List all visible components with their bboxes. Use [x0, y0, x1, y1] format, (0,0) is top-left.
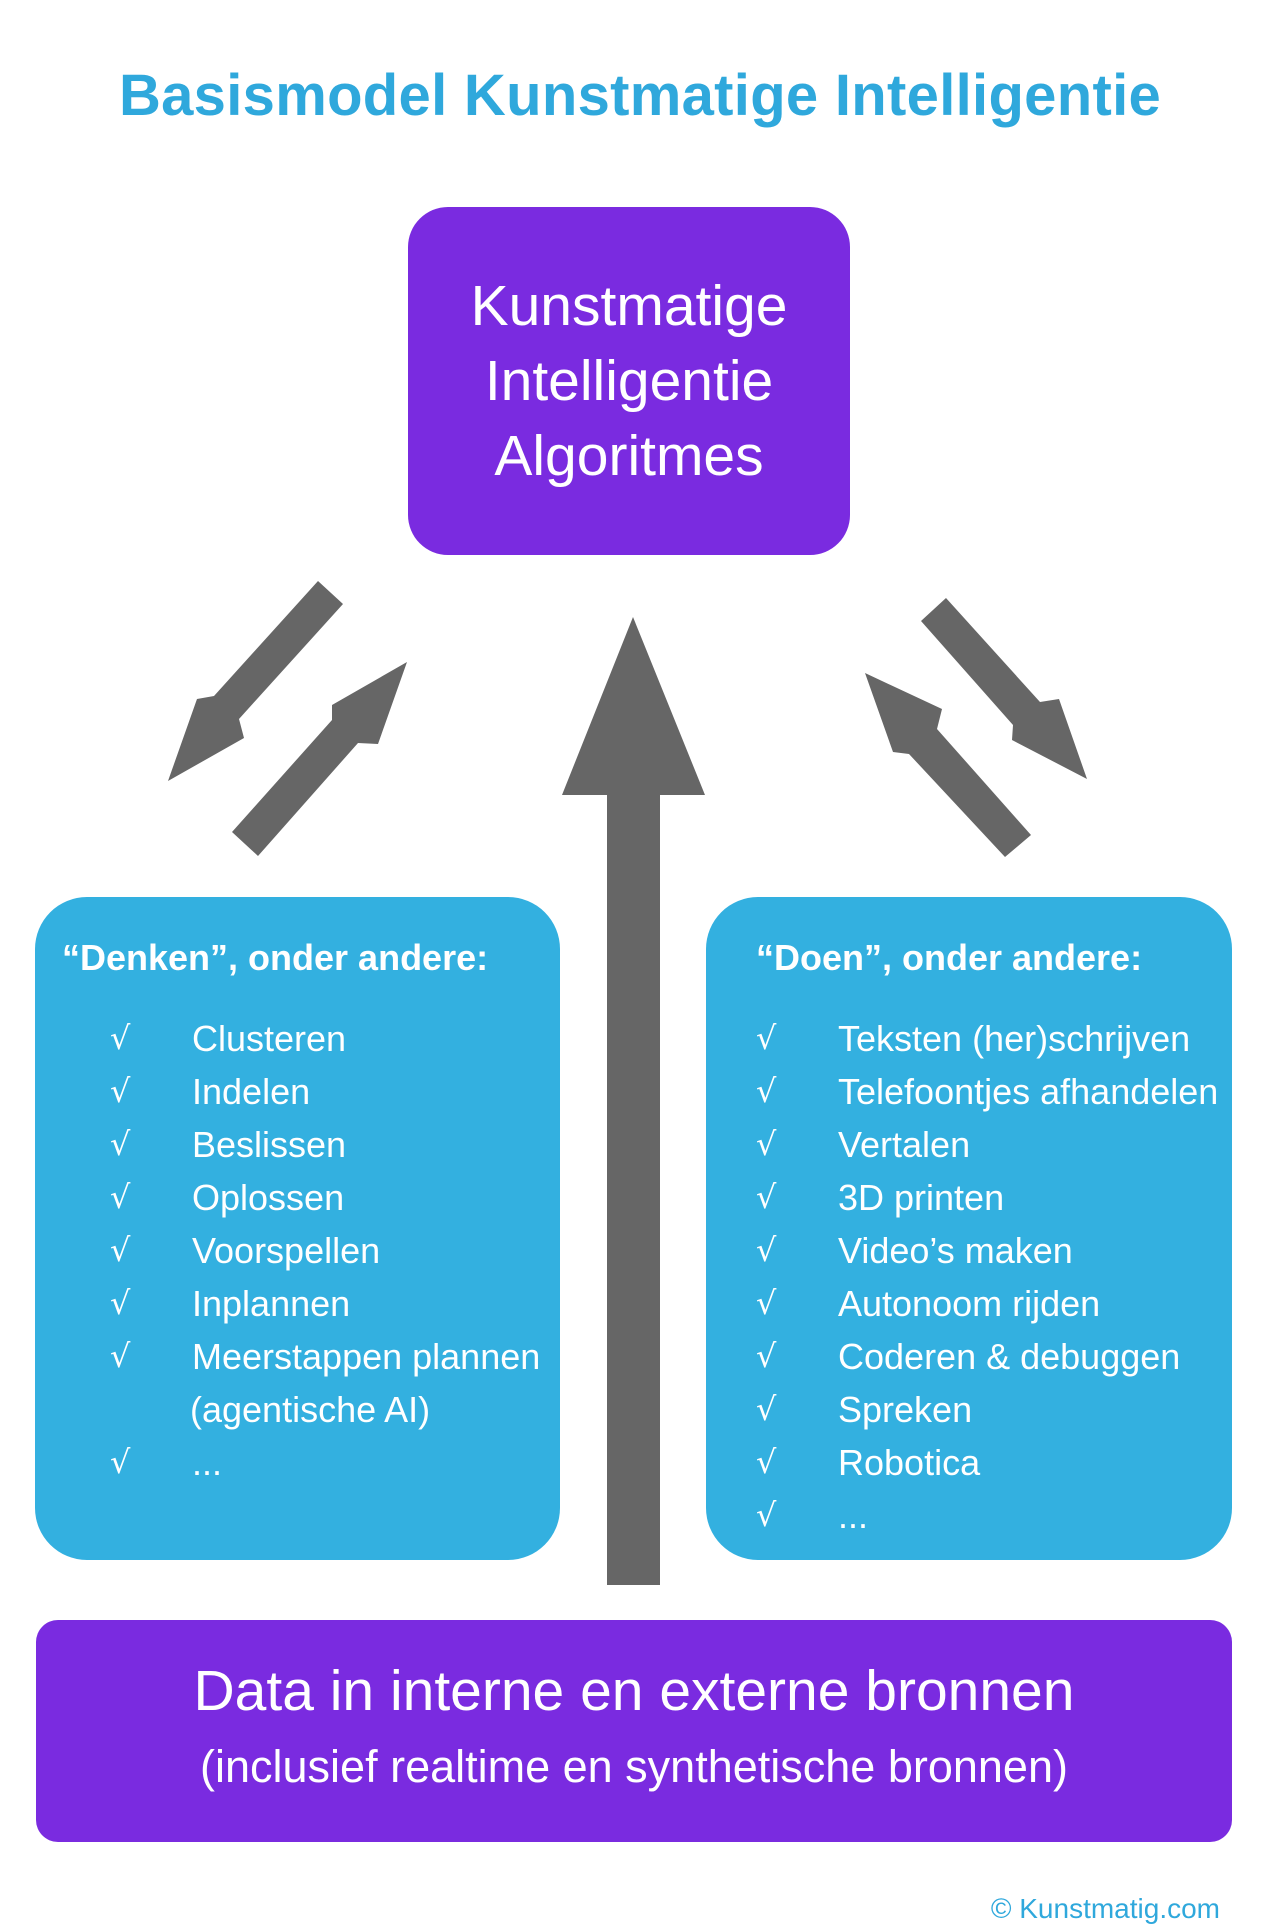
list-item: √Video’s maken: [756, 1224, 1218, 1277]
list-item: √Coderen & debuggen: [756, 1330, 1218, 1383]
list-item: √Autonoom rijden: [756, 1277, 1218, 1330]
check-icon: √: [756, 1231, 777, 1269]
check-icon: √: [110, 1443, 131, 1481]
check-icon: √: [756, 1125, 777, 1163]
list-item: √3D printen: [756, 1171, 1218, 1224]
list-item: √Meerstappen plannen: [110, 1330, 540, 1383]
check-icon: √: [756, 1284, 777, 1322]
check-icon: √: [110, 1337, 131, 1375]
data-box-subtitle: (inclusief realtime en synthetische bron…: [200, 1741, 1068, 1792]
list-item: √Oplossen: [110, 1171, 540, 1224]
doen-panel: “Doen”, onder andere: √Teksten (her)schr…: [706, 897, 1232, 1560]
check-icon: √: [756, 1178, 777, 1216]
check-icon: √: [110, 1284, 131, 1322]
data-sources-box: Data in interne en externe bronnen (incl…: [36, 1620, 1232, 1842]
ai-box-line: Algoritmes: [494, 423, 764, 488]
doen-heading: “Doen”, onder andere:: [756, 937, 1143, 978]
left-down-arrow: [168, 581, 343, 781]
list-item: √Telefoontjes afhandelen: [756, 1065, 1218, 1118]
copyright-notice: © Kunstmatig.com: [990, 1893, 1220, 1924]
list-item: √...: [756, 1489, 1218, 1542]
list-item: √Teksten (her)schrijven: [756, 1012, 1218, 1065]
page-title: Basismodel Kunstmatige Intelligentie: [118, 63, 1162, 128]
list-item: √Voorspellen: [110, 1224, 540, 1277]
list-item-continuation: (agentische AI): [190, 1389, 431, 1430]
check-icon: √: [110, 1231, 131, 1269]
denken-list: √Clusteren √Indelen √Beslissen √Oplossen…: [110, 1012, 540, 1489]
ai-box-line: Kunstmatige: [470, 273, 788, 338]
check-icon: √: [110, 1125, 131, 1163]
list-item: √Vertalen: [756, 1118, 1218, 1171]
check-icon: √: [756, 1019, 777, 1057]
list-item: √Clusteren: [110, 1012, 540, 1065]
left-up-arrow: [232, 662, 407, 856]
check-icon: √: [110, 1019, 131, 1057]
ai-box-line: Intelligentie: [484, 348, 774, 413]
right-up-arrow: [865, 673, 1031, 857]
right-down-arrow: [921, 598, 1087, 779]
check-icon: √: [110, 1072, 131, 1110]
check-icon: √: [110, 1178, 131, 1216]
check-icon: √: [756, 1390, 777, 1428]
denken-panel: “Denken”, onder andere: √Clusteren √Inde…: [35, 897, 560, 1560]
ai-algorithms-box: Kunstmatige Intelligentie Algoritmes: [408, 207, 850, 555]
list-item: √...: [110, 1436, 540, 1489]
denken-heading: “Denken”, onder andere:: [62, 937, 489, 978]
check-icon: √: [756, 1496, 777, 1534]
check-icon: √: [756, 1443, 777, 1481]
list-item: √Inplannen: [110, 1277, 540, 1330]
list-item: √Spreken: [756, 1383, 1218, 1436]
doen-list: √Teksten (her)schrijven √Telefoontjes af…: [756, 1012, 1218, 1542]
list-item: √Indelen: [110, 1065, 540, 1118]
list-item: √Beslissen: [110, 1118, 540, 1171]
check-icon: √: [756, 1072, 777, 1110]
list-item: √Robotica: [756, 1436, 1218, 1489]
data-box-title: Data in interne en externe bronnen: [193, 1659, 1075, 1723]
central-up-arrow: [562, 617, 705, 1585]
check-icon: √: [756, 1337, 777, 1375]
